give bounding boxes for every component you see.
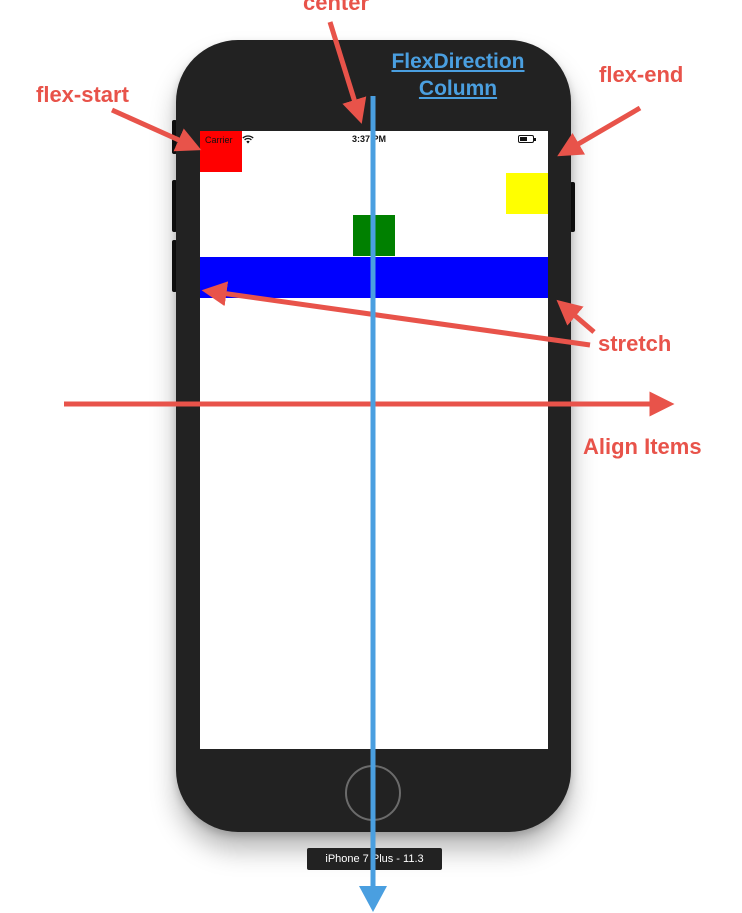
center-label: center [303, 0, 370, 15]
yellow-box-flex-end [506, 173, 548, 214]
battery-icon [518, 135, 536, 143]
flex-direction-label: FlexDirection Column [368, 48, 548, 102]
power-button [570, 182, 575, 232]
status-time: 3:37 PM [352, 134, 387, 144]
flex-end-label: flex-end [599, 62, 684, 87]
flex-direction-line-2: Column [418, 77, 498, 100]
green-box-center [353, 215, 395, 256]
device-label: iPhone 7 Plus - 11.3 [307, 848, 442, 870]
blue-box-stretch [200, 257, 548, 298]
home-button[interactable] [345, 765, 401, 821]
status-carrier: Carrier [205, 135, 233, 145]
stretch-label: stretch [598, 331, 672, 356]
phone-screen: Carrier 3:37 PM [200, 131, 548, 749]
volume-up-button [172, 180, 177, 232]
volume-down-button [172, 240, 177, 292]
flex-direction-line-1: FlexDirection [391, 50, 525, 73]
red-box-flex-start [200, 131, 242, 172]
flex-end-arrow [557, 105, 642, 157]
flex-start-label: flex-start [36, 82, 129, 107]
wifi-icon [242, 135, 254, 144]
flex-direction-arrowhead [359, 886, 387, 912]
align-items-label: Align Items [583, 434, 702, 459]
